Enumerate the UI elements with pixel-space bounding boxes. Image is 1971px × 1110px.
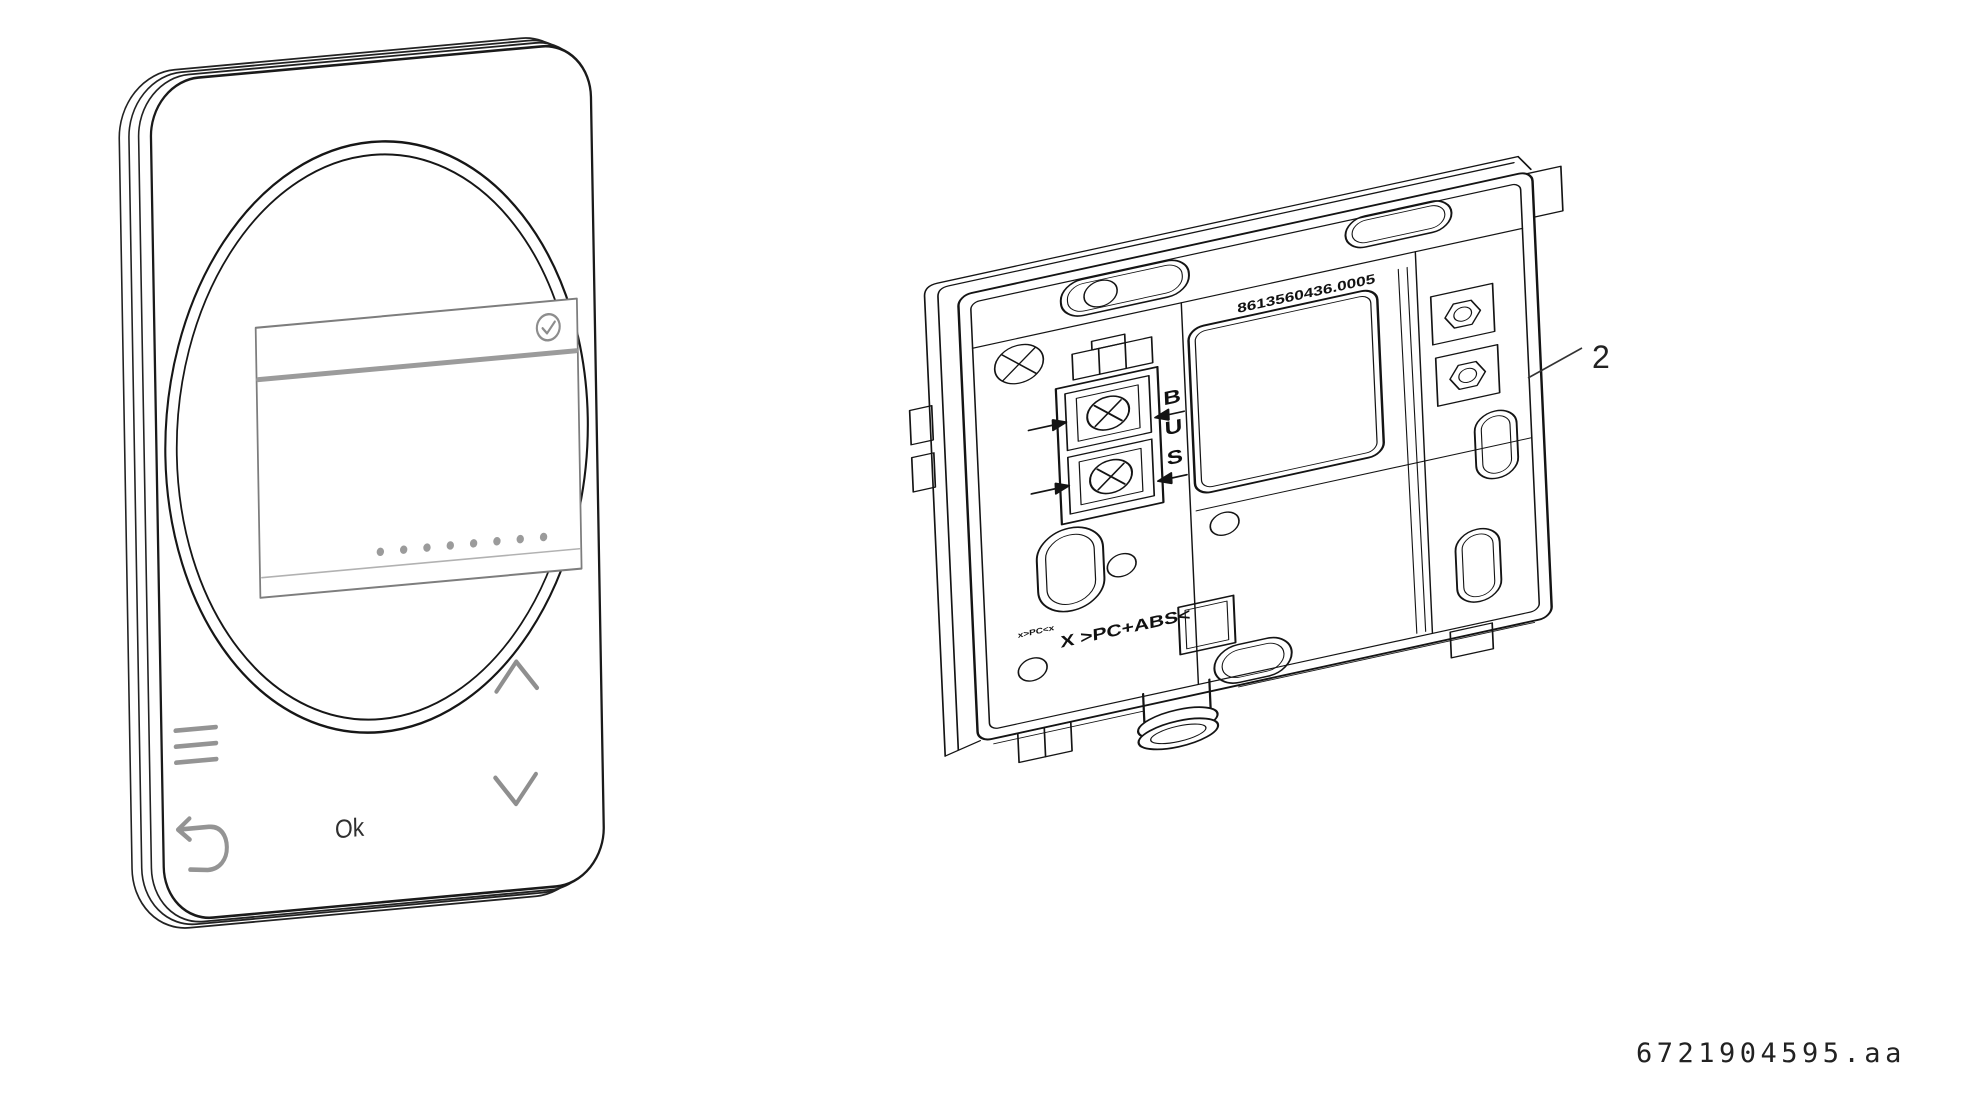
channel-line-2 xyxy=(1406,266,1427,632)
top-band-divider xyxy=(971,227,1524,349)
plate-frame xyxy=(957,172,1553,741)
display xyxy=(254,297,583,599)
mounting-feet xyxy=(993,621,1536,764)
plate-side-wall xyxy=(908,155,1564,757)
display-dot xyxy=(469,539,478,548)
left-column-divider xyxy=(1180,302,1200,686)
right-oval-slot-upper xyxy=(1473,409,1520,480)
plate-hole-lower xyxy=(1017,657,1048,682)
bottom-bushing xyxy=(1136,678,1220,751)
document-number: 6721904595.aa xyxy=(1636,1038,1906,1069)
bus-letter-b: B xyxy=(1163,384,1181,409)
terminal-screw-top xyxy=(1086,395,1131,431)
hex-nut-upper xyxy=(1429,282,1496,346)
back-arrow-icon xyxy=(176,816,229,873)
plate-hole-center xyxy=(1209,511,1240,536)
top-right-slot xyxy=(1344,200,1453,249)
display-header-bar xyxy=(256,348,579,383)
display-dot xyxy=(539,532,548,542)
lozenge-slot xyxy=(1213,636,1293,684)
bus-letter-u: U xyxy=(1164,414,1182,439)
bus-label: B U S xyxy=(1163,384,1184,469)
square-hole xyxy=(1177,594,1237,656)
right-column-divider xyxy=(1414,251,1434,634)
wall-plate-illustration: 8613560436.0005 xyxy=(908,155,1564,764)
keyhole-slot xyxy=(1059,259,1190,317)
display-dot xyxy=(516,534,524,544)
ok-button-label: Ok xyxy=(335,813,365,844)
callout-label: 2 xyxy=(1592,339,1610,375)
display-dot xyxy=(493,537,501,546)
chevron-up-icon xyxy=(494,659,539,694)
terminal-screw-bottom xyxy=(1089,458,1134,495)
callout-leader-line xyxy=(1527,347,1583,379)
display-dot xyxy=(376,547,385,557)
check-circle-icon xyxy=(535,312,561,342)
bus-terminal xyxy=(1027,365,1188,526)
chevron-down-icon xyxy=(493,771,538,807)
display-footer-line xyxy=(261,547,581,579)
right-oval-slot-lower xyxy=(1454,527,1503,603)
module-window xyxy=(1187,289,1385,494)
callout-2: 2 xyxy=(1527,339,1610,379)
display-dot xyxy=(446,541,454,550)
display-dot xyxy=(399,545,408,554)
wiring-arrows xyxy=(1027,408,1188,495)
menu-icon xyxy=(173,724,219,766)
bus-letter-s: S xyxy=(1166,445,1183,470)
display-dots xyxy=(376,532,548,557)
hex-nut-lower xyxy=(1434,343,1501,407)
thermostat-illustration: Ok xyxy=(118,37,605,929)
clamp-block xyxy=(1071,333,1154,381)
display-dot xyxy=(423,543,431,552)
channel-line-1 xyxy=(1397,268,1418,634)
plate-inner-frame xyxy=(970,183,1541,729)
plate-hole-upper xyxy=(1106,552,1137,578)
corner-rosette xyxy=(993,343,1045,385)
cable-slot xyxy=(1035,526,1106,613)
